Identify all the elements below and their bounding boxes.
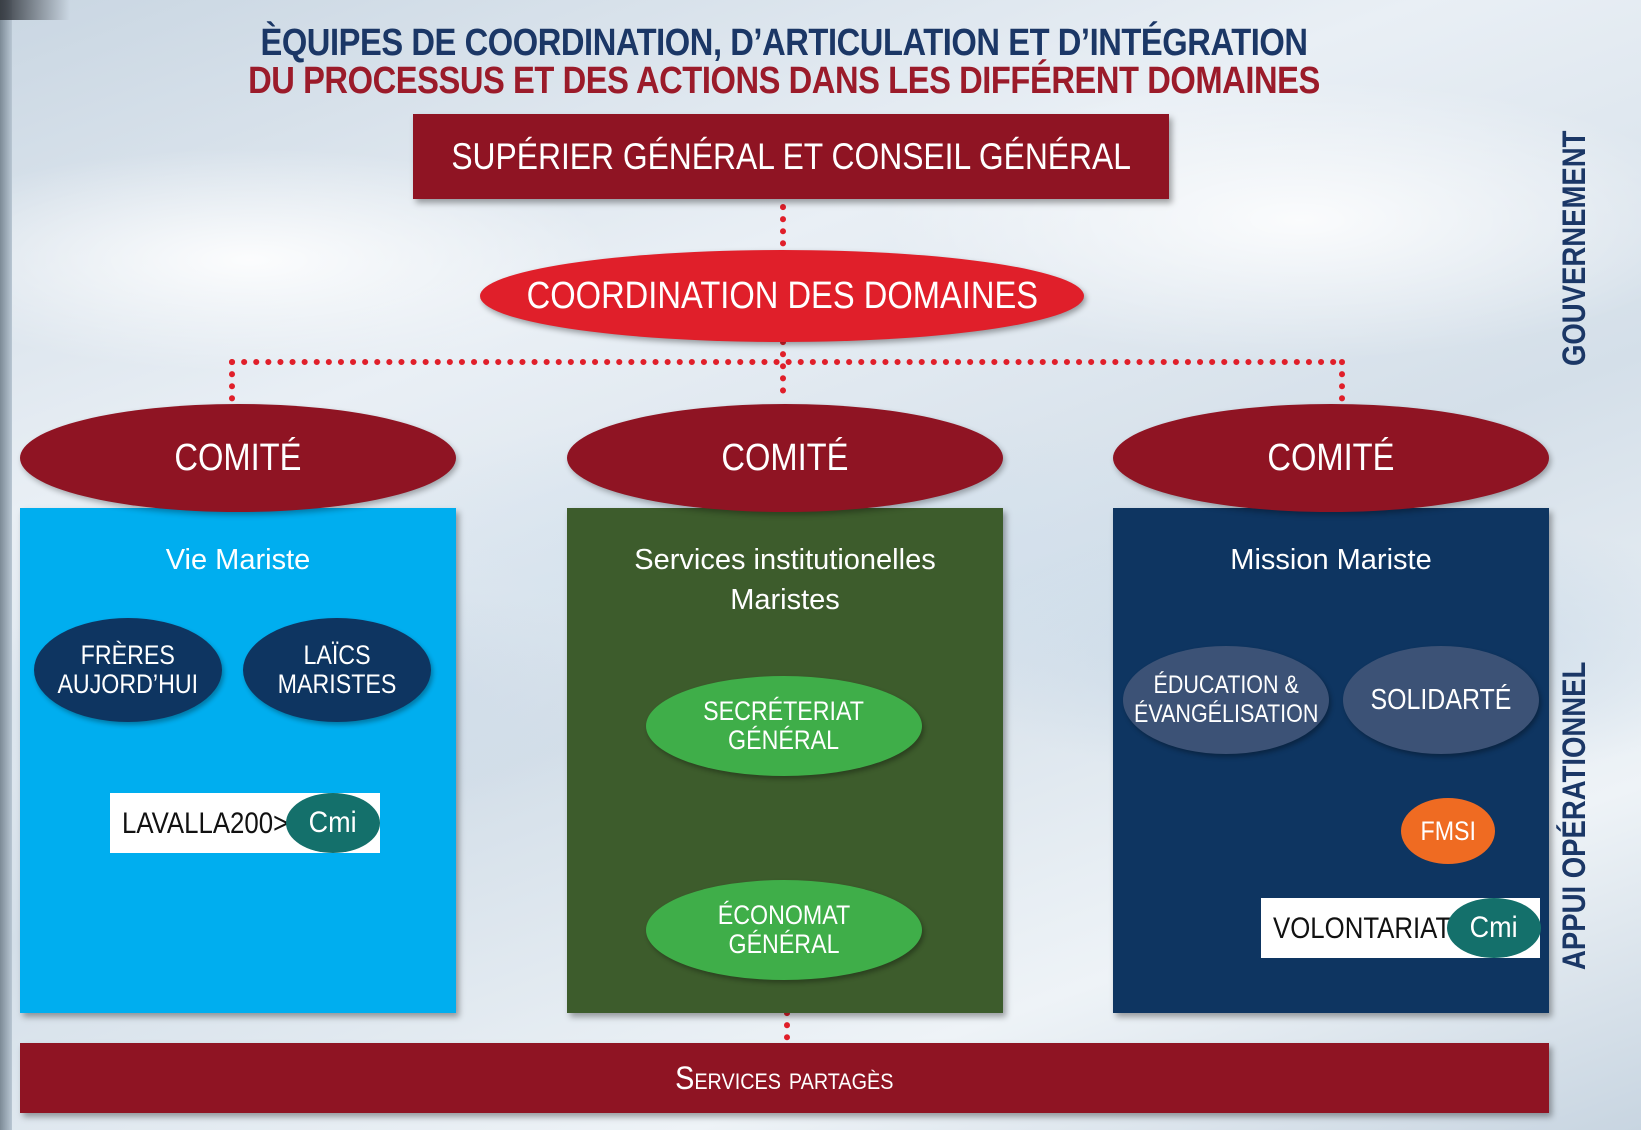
superior-general-label: SUPÉRIER GÉNÉRAL ET CONSEIL GÉNÉRAL xyxy=(451,135,1131,177)
comite-vie-mariste: COMITÉ xyxy=(20,404,456,512)
oval-freres: FRÈRES AUJORD’HUI xyxy=(34,618,222,722)
comite-services: COMITÉ xyxy=(567,404,1003,512)
comite-mission: COMITÉ xyxy=(1113,404,1549,512)
tag-lavalla-text: LAVALLA200> xyxy=(122,807,289,840)
corner-shadow xyxy=(0,0,70,20)
cmi-badge: Cmi xyxy=(286,793,380,853)
coordination-label: COORDINATION DES DOMAINES xyxy=(526,274,1038,317)
superior-general-box: SUPÉRIER GÉNÉRAL ET CONSEIL GÉNÉRAL xyxy=(413,114,1169,199)
tag-volontariat-text: VOLONTARIAT xyxy=(1273,912,1452,945)
services-partages-bar: Services partagès xyxy=(20,1043,1549,1113)
oval-economat: ÉCONOMAT GÉNÉRAL xyxy=(646,880,922,980)
oval-solidarte: SOLIDARTÉ xyxy=(1343,646,1539,754)
panel-services-institutionelles: Services institutionelles Maristes SECRÉ… xyxy=(567,508,1003,1013)
side-label-gouvernement: GOUVERNEMENT xyxy=(1556,130,1592,366)
cmi-badge: Cmi xyxy=(1447,898,1541,958)
panel-title-line1: Services institutionelles xyxy=(634,544,936,576)
tag-volontariat: VOLONTARIAT Cmi xyxy=(1261,898,1541,958)
comite-label: COMITÉ xyxy=(174,436,302,479)
oval-education: ÉDUCATION & ÉVANGÉLISATION xyxy=(1123,646,1329,754)
comite-label: COMITÉ xyxy=(721,436,849,479)
panel-title-line2: Maristes xyxy=(730,584,840,616)
header-title-line2: DU PROCESSUS ET DES ACTIONS DANS LES DIF… xyxy=(248,60,1320,102)
header-title-line1: ÈQUIPES DE COORDINATION, D’ARTICULATION … xyxy=(260,22,1308,64)
comite-label: COMITÉ xyxy=(1267,436,1395,479)
panel-title: Vie Mariste xyxy=(165,544,311,576)
oval-secretariat: SECRÉTERIAT GÉNÉRAL xyxy=(646,676,922,776)
oval-laics: LAÏCS MARISTES xyxy=(243,618,431,722)
left-edge-frame xyxy=(0,0,12,1130)
panel-title: Mission Mariste xyxy=(1230,544,1432,576)
coordination-ellipse: COORDINATION DES DOMAINES xyxy=(480,250,1084,342)
services-partages-label: Services partagès xyxy=(675,1059,894,1096)
fmsi-badge: FMSI xyxy=(1401,798,1495,864)
tag-lavalla: LAVALLA200> Cmi xyxy=(110,793,380,853)
side-label-appui: APPUI OPÉRATIONNEL xyxy=(1556,661,1592,970)
panel-mission-mariste: Mission Mariste ÉDUCATION & ÉVANGÉLISATI… xyxy=(1113,508,1549,1013)
panel-vie-mariste: Vie Mariste FRÈRES AUJORD’HUI LAÏCS MARI… xyxy=(20,508,456,1013)
